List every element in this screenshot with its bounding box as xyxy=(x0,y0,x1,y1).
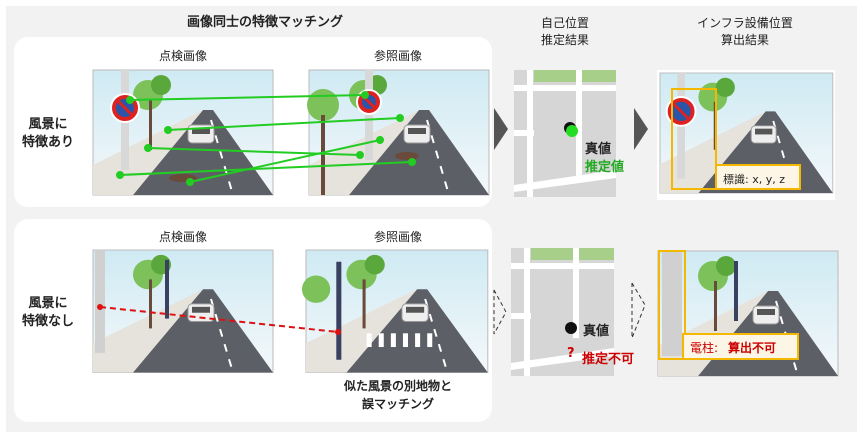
mismatch-caption-2: 誤マッチング xyxy=(361,397,434,411)
result-image-top xyxy=(657,70,835,200)
question-mark: ? xyxy=(567,346,575,361)
reference-image-bottom xyxy=(301,248,489,374)
inspection-image-bottom xyxy=(92,249,274,374)
col-self-position-2: 推定結果 xyxy=(540,33,589,47)
map-top xyxy=(514,70,616,197)
col-infra-1: インフラ設備位置 xyxy=(697,16,793,30)
row1-label-1: 風景に xyxy=(28,117,68,132)
result-image-bottom xyxy=(657,250,839,377)
arrow-icon xyxy=(634,108,648,150)
dashed-arrow-icon xyxy=(493,289,507,335)
true-value-label-top: 真値 xyxy=(585,142,612,157)
true-value-label-bottom: 真値 xyxy=(583,324,610,339)
pole-label: 電柱: xyxy=(690,341,719,355)
mismatch-line xyxy=(97,304,341,335)
estimate-label-top: 推定値 xyxy=(585,160,625,175)
mismatch-caption-1: 似た風景の別地物と xyxy=(343,379,452,393)
label-reference-bottom: 参照画像 xyxy=(373,230,422,244)
row1-label-2: 特徴あり xyxy=(21,135,74,150)
match-lines xyxy=(116,91,416,186)
sign-coordinates: 標識: x, y, z xyxy=(723,173,785,186)
col-self-position-1: 自己位置 xyxy=(540,16,589,30)
diagram-title: 画像同士の特徴マッチング xyxy=(186,15,343,30)
col-infra-2: 算出結果 xyxy=(720,33,769,47)
arrow-icon xyxy=(494,108,508,150)
label-inspection-bottom: 点検画像 xyxy=(158,230,207,244)
row2-label-2: 特徴なし xyxy=(21,314,74,329)
row2-label-1: 風景に xyxy=(28,296,68,311)
label-inspection-top: 点検画像 xyxy=(158,49,207,63)
dashed-arrow-icon xyxy=(631,281,646,339)
pole-result: 算出不可 xyxy=(728,341,777,355)
reference-image-top xyxy=(307,69,490,196)
map-bottom xyxy=(511,248,614,376)
estimate-impossible: 推定不可 xyxy=(582,352,635,367)
label-reference-top: 参照画像 xyxy=(373,49,422,63)
